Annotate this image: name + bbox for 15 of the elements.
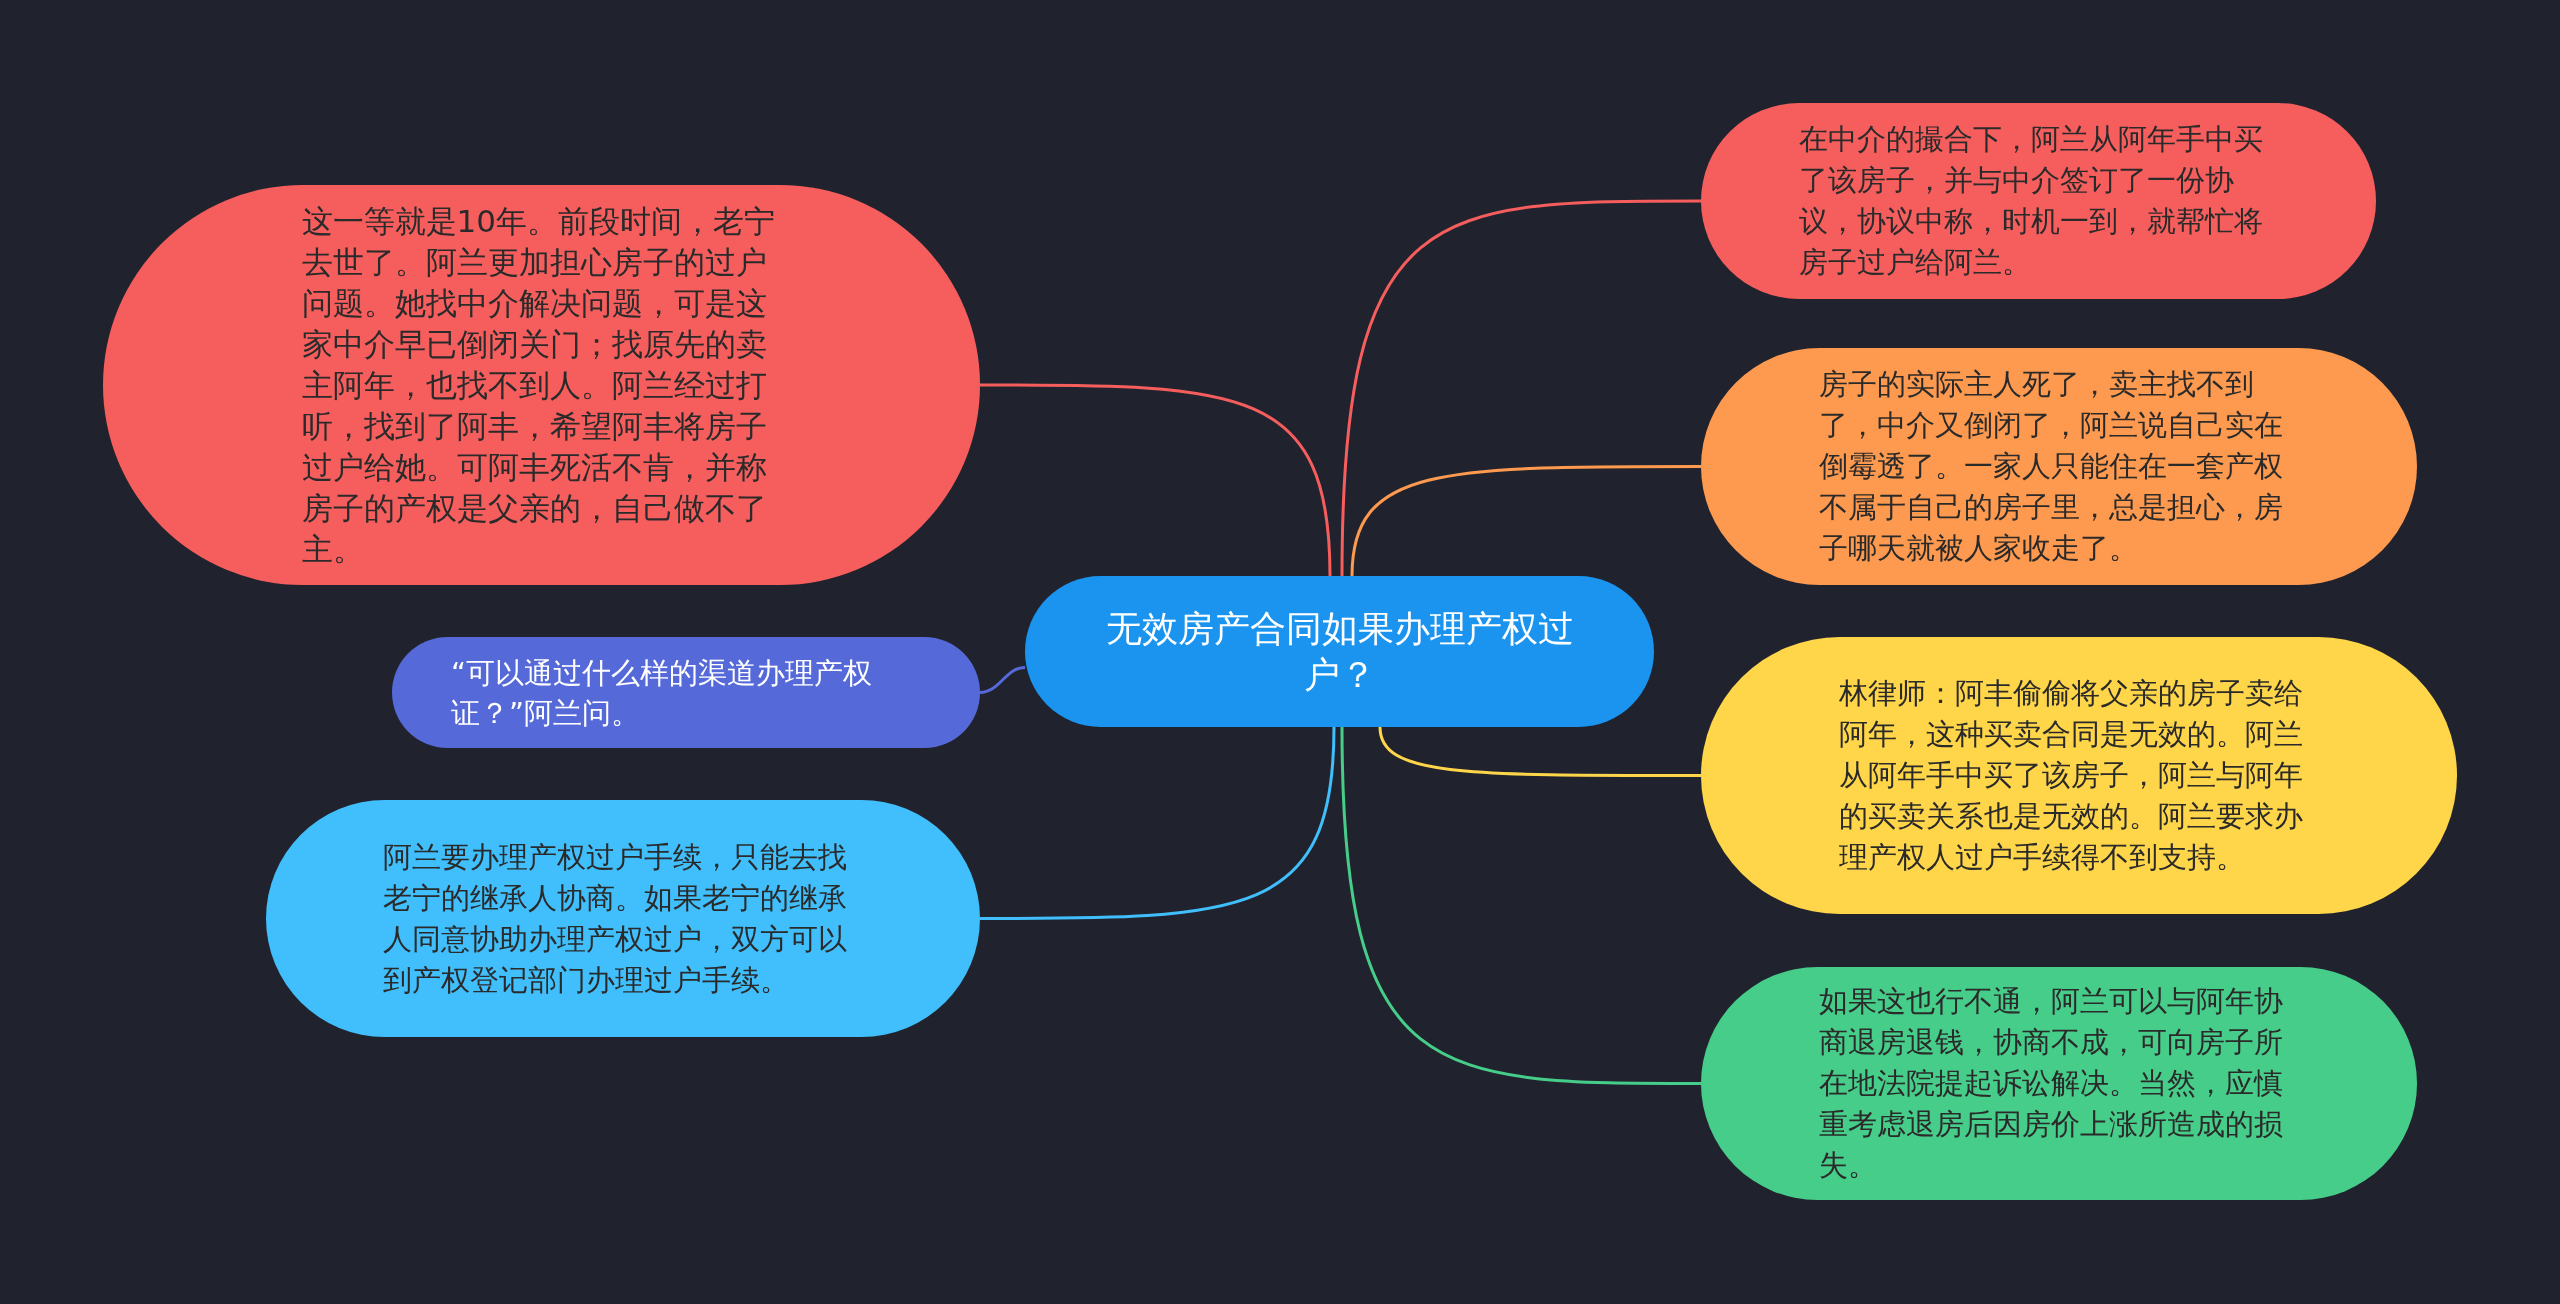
node-text: “可以通过什么样的渠道办理产权证？”阿兰问。 bbox=[451, 654, 874, 732]
connector-line bbox=[980, 383, 1332, 577]
connector-line bbox=[1340, 199, 1701, 577]
connector-line bbox=[980, 726, 1336, 920]
connector-line bbox=[1378, 726, 1701, 777]
node-text: 如果这也行不通，阿兰可以与阿年协商退房退钱，协商不成，可向房子所在地法院提起诉讼解决。当然，应慎重考虑退房后因房价上涨所造成的损失。 bbox=[1819, 983, 2284, 1184]
node-text: 林律师：阿丰偷偷将父亲的房子卖给阿年，这种买卖合同是无效的。阿兰从阿年手中买了该房子，阿兰与阿年的买卖关系也是无效的。阿兰要求办理产权人过户手续得不到支持。 bbox=[1839, 675, 2304, 876]
node-text: 这一等就是10年。前段时间，老宁去世了。阿兰更加担心房子的过户问题。她找中介解决问题，可是这家中介早已倒闭关门；找原先的卖主阿年，也找不到人。阿兰经过打听，找到了阿丰，希望阿丰将房子过户给她。可阿丰死活不肯，并称房子的产权是父亲的，自己做不了主。 bbox=[301, 201, 776, 569]
topic-title: 无效房产合同如果办理产权过户？ bbox=[1104, 606, 1575, 697]
node-text: 房子的实际主人死了，卖主找不到了，中介又倒闭了，阿兰说自己实在倒霉透了。一家人只能住在一套产权不属于自己的房子里，总是担心，房子哪天就被人家收走了。 bbox=[1819, 366, 2284, 567]
node-text: 阿兰要办理产权过户手续，只能去找老宁的继承人协商。如果老宁的继承人同意协助办理产权过户，双方可以到产权登记部门办理过户手续。 bbox=[383, 838, 848, 999]
connector-line bbox=[1340, 726, 1701, 1085]
connector-line bbox=[1350, 465, 1701, 577]
connector-line bbox=[979, 666, 1026, 694]
node-text: 在中介的撮合下，阿兰从阿年手中买了该房子，并与中介签订了一份协议，协议中称，时机一到，就帮忙将房子过户给阿兰。 bbox=[1798, 121, 2264, 281]
